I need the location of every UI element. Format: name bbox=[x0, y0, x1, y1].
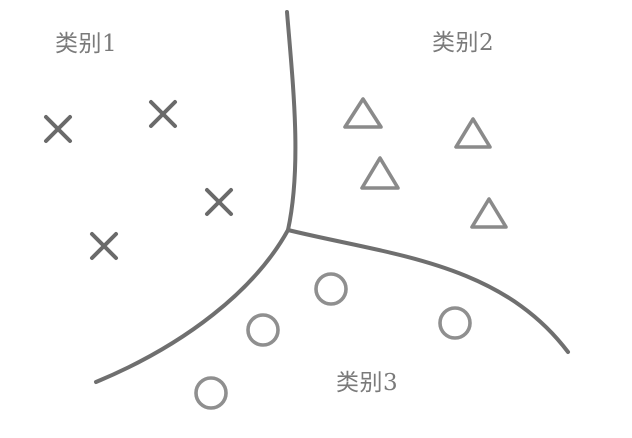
label-class1: 类别1 bbox=[55, 31, 118, 57]
class1-cross-3 bbox=[205, 188, 233, 216]
class1-cross-4 bbox=[90, 232, 118, 260]
label-class2: 类别2 bbox=[432, 30, 495, 56]
class2-triangle-3 bbox=[454, 117, 492, 149]
label-class3: 类别3 bbox=[336, 370, 399, 396]
class3-circle-2 bbox=[246, 313, 280, 347]
class2-triangle-2 bbox=[360, 156, 400, 190]
boundary-right bbox=[286, 228, 570, 354]
class3-circle-4 bbox=[194, 376, 228, 410]
boundary-left bbox=[94, 228, 290, 384]
class1-cross-1 bbox=[44, 115, 72, 143]
class2-triangle-4 bbox=[470, 197, 508, 229]
class1-cross-2 bbox=[149, 100, 177, 128]
class3-circle-3 bbox=[438, 306, 472, 340]
boundary-top bbox=[285, 10, 298, 232]
class3-circle-1 bbox=[314, 272, 348, 306]
class2-triangle-1 bbox=[343, 97, 383, 129]
